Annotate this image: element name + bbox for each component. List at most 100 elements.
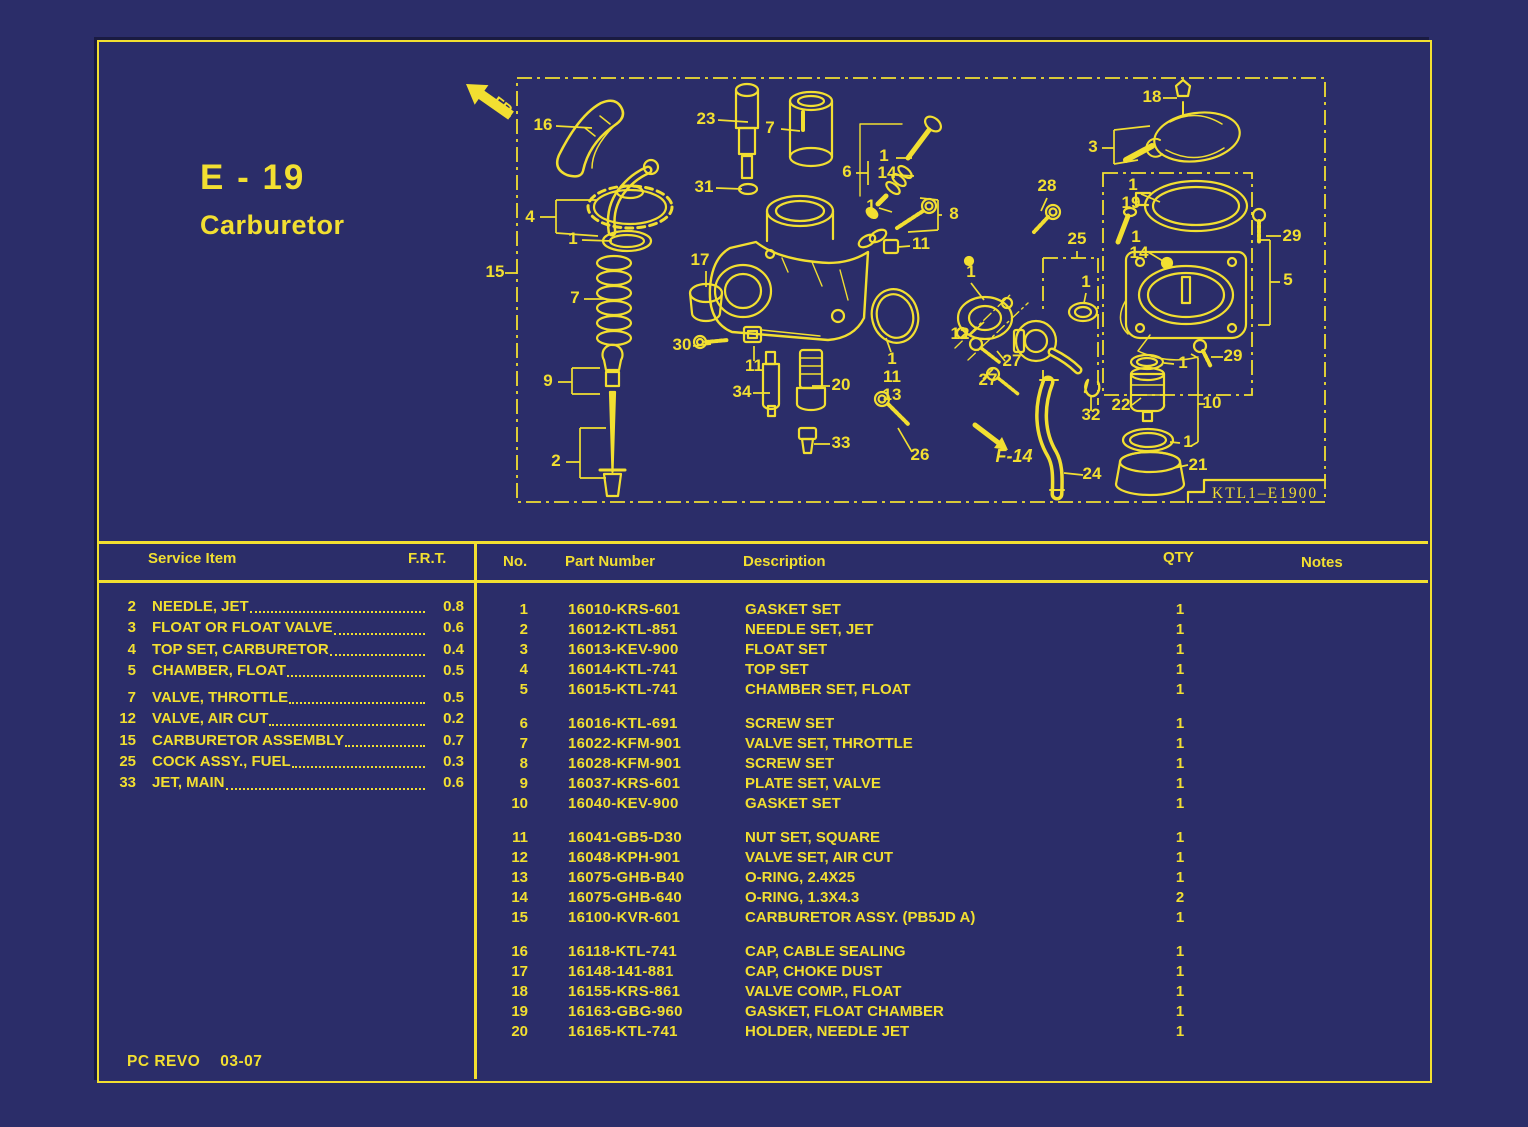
diagram-callout-1: 1 xyxy=(568,229,577,248)
diagram-callout-3: 3 xyxy=(1088,137,1097,156)
part-description: PLATE SET, VALVE xyxy=(745,775,881,792)
part-qty: 1 xyxy=(1175,829,1185,846)
diagram-callout-17: 17 xyxy=(691,250,710,269)
footer-date: 03-07 xyxy=(220,1053,263,1070)
table-header-rule xyxy=(97,580,1428,583)
diagram-callout-1: 1 xyxy=(1128,175,1137,194)
f14-section-link: F-14 xyxy=(995,446,1032,466)
service-frt-value: 0.4 xyxy=(443,640,464,658)
service-item-name: FLOAT OR FLOAT VALVE xyxy=(152,619,333,637)
part-ref-no: 18 xyxy=(511,983,528,1000)
dot-leader xyxy=(291,766,425,769)
part-description: HOLDER, NEEDLE JET xyxy=(745,1023,910,1040)
diagram-callout-33: 33 xyxy=(832,433,851,452)
service-item-name: VALVE, AIR CUT xyxy=(152,710,269,728)
diagram-callout-27: 27 xyxy=(979,370,998,389)
section-code: E - 19 xyxy=(200,158,306,197)
service-frt-value: 0.8 xyxy=(443,598,464,615)
diagram-callout-24: 24 xyxy=(1083,464,1102,483)
part-qty: 1 xyxy=(1175,641,1185,658)
part-ref-no: 12 xyxy=(511,849,528,866)
diagram-callout-32: 32 xyxy=(1082,405,1101,424)
part-ref-no: 8 xyxy=(519,755,528,772)
front-direction-arrow xyxy=(466,84,514,120)
service-frt-value: 0.3 xyxy=(443,753,464,771)
service-item-name: TOP SET, CARBURETOR xyxy=(152,640,329,658)
service-row: 25 COCK ASSY., FUEL 0.3 xyxy=(108,751,464,772)
part-ref-no: 20 xyxy=(511,1023,528,1040)
part-number: 16155-KRS-861 xyxy=(568,983,681,1000)
part-number: 16015-KTL-741 xyxy=(568,681,678,698)
part-number: 16163-GBG-960 xyxy=(568,1003,683,1020)
table-divider xyxy=(474,541,477,1079)
service-item-name: COCK ASSY., FUEL xyxy=(152,753,291,771)
part-number-header: Part Number xyxy=(565,553,656,570)
diagram-callout-15: 15 xyxy=(486,262,505,281)
part-number: 16010-KRS-601 xyxy=(568,601,681,618)
part-qty: 1 xyxy=(1175,775,1185,792)
diagram-callout-16: 16 xyxy=(534,115,553,134)
service-item-header: Service Item xyxy=(148,550,237,567)
diagram-border xyxy=(516,77,1326,503)
service-ref-no: 4 xyxy=(127,640,136,658)
part-number: 16028-KFM-901 xyxy=(568,755,682,772)
part-description: SCREW SET xyxy=(745,755,835,772)
dot-leader xyxy=(249,611,425,614)
diagram-callout-31: 31 xyxy=(695,177,714,196)
part-ref-no: 13 xyxy=(511,869,528,886)
diagram-callout-23: 23 xyxy=(697,109,716,128)
diagram-callout-34: 34 xyxy=(733,382,752,401)
part-qty: 1 xyxy=(1175,849,1185,866)
part-number: 16075-GHB-B40 xyxy=(568,869,685,886)
diagram-callout-5: 5 xyxy=(1283,270,1292,289)
service-ref-no: 25 xyxy=(119,753,136,771)
dot-leader xyxy=(344,745,425,748)
diagram-callout-20: 20 xyxy=(832,375,851,394)
part-qty: 1 xyxy=(1175,735,1185,752)
part-description: NEEDLE SET, JET xyxy=(745,621,874,638)
part-ref-no: 19 xyxy=(511,1003,528,1020)
diagram-callout-30: 30 xyxy=(673,335,692,354)
part-qty: 1 xyxy=(1175,983,1185,1000)
service-ref-no: 5 xyxy=(127,661,136,679)
part-ref-no: 3 xyxy=(519,641,528,658)
part-qty: 1 xyxy=(1175,601,1185,618)
diagram-callout-14: 14 xyxy=(878,163,897,182)
diagram-callout-1: 1 xyxy=(887,349,896,368)
diagram-callout-14: 14 xyxy=(1130,243,1149,262)
diagram-callout-19: 19 xyxy=(1122,193,1141,212)
page-frame xyxy=(97,40,1432,1083)
part-number: 16040-KEV-900 xyxy=(568,795,679,812)
diagram-callout-26: 26 xyxy=(911,445,930,464)
part-number: 16048-KPH-901 xyxy=(568,849,681,866)
part-number: 16014-KTL-741 xyxy=(568,661,678,678)
part-ref-no: 14 xyxy=(511,889,528,906)
part-qty: 1 xyxy=(1175,621,1185,638)
service-frt-value: 0.5 xyxy=(443,661,464,679)
part-ref-no: 6 xyxy=(519,715,528,732)
part-description: NUT SET, SQUARE xyxy=(745,829,881,846)
part-number: 16148-141-881 xyxy=(568,963,674,980)
part-ref-no: 10 xyxy=(511,795,528,812)
diagram-callout-1: 1 xyxy=(1183,432,1192,451)
